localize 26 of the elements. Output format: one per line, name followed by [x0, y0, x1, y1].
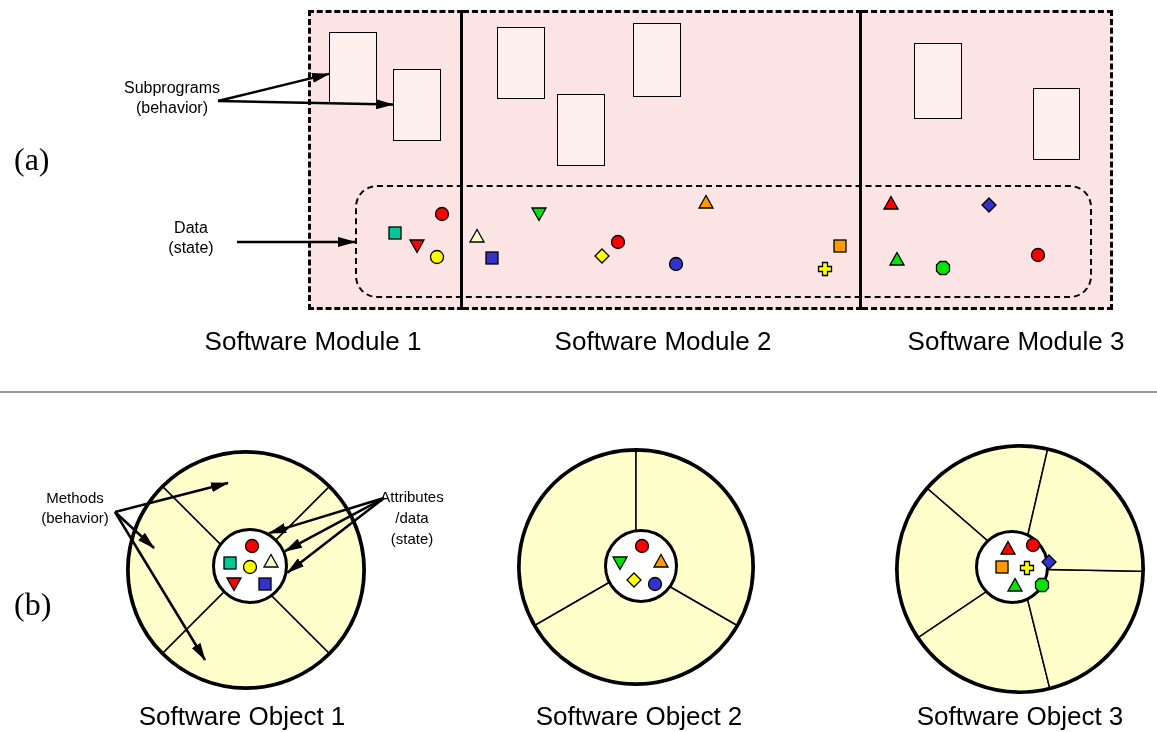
subprogram-box	[914, 43, 962, 119]
subprogram-box	[393, 69, 441, 141]
part-label: (a)	[14, 141, 50, 177]
callout-label: Methods (behavior)	[34, 488, 116, 528]
subprogram-box	[1033, 88, 1080, 160]
module-label: Software Module 1	[204, 326, 422, 356]
arrow	[268, 496, 385, 535]
callout-label: Subprograms (behavior)	[118, 78, 226, 118]
subprogram-box	[497, 27, 545, 99]
arrow	[217, 99, 394, 110]
arrow	[113, 511, 207, 661]
object-label: Software Object 2	[535, 701, 743, 731]
arrow	[237, 236, 356, 247]
subprogram-box	[329, 32, 377, 104]
module-label: Software Module 2	[554, 326, 772, 356]
subprogram-box	[633, 23, 681, 97]
callout-label: Data (state)	[161, 218, 221, 258]
part-label: (b)	[14, 586, 52, 622]
object-label: Software Object 3	[916, 701, 1124, 731]
arrow	[114, 511, 155, 549]
arrow	[114, 481, 229, 514]
object-label: Software Object 1	[138, 701, 346, 731]
subprogram-box	[557, 94, 605, 166]
callout-label: Attributes /data (state)	[374, 486, 450, 549]
arrow	[217, 72, 330, 103]
module-label: Software Module 3	[907, 326, 1125, 356]
